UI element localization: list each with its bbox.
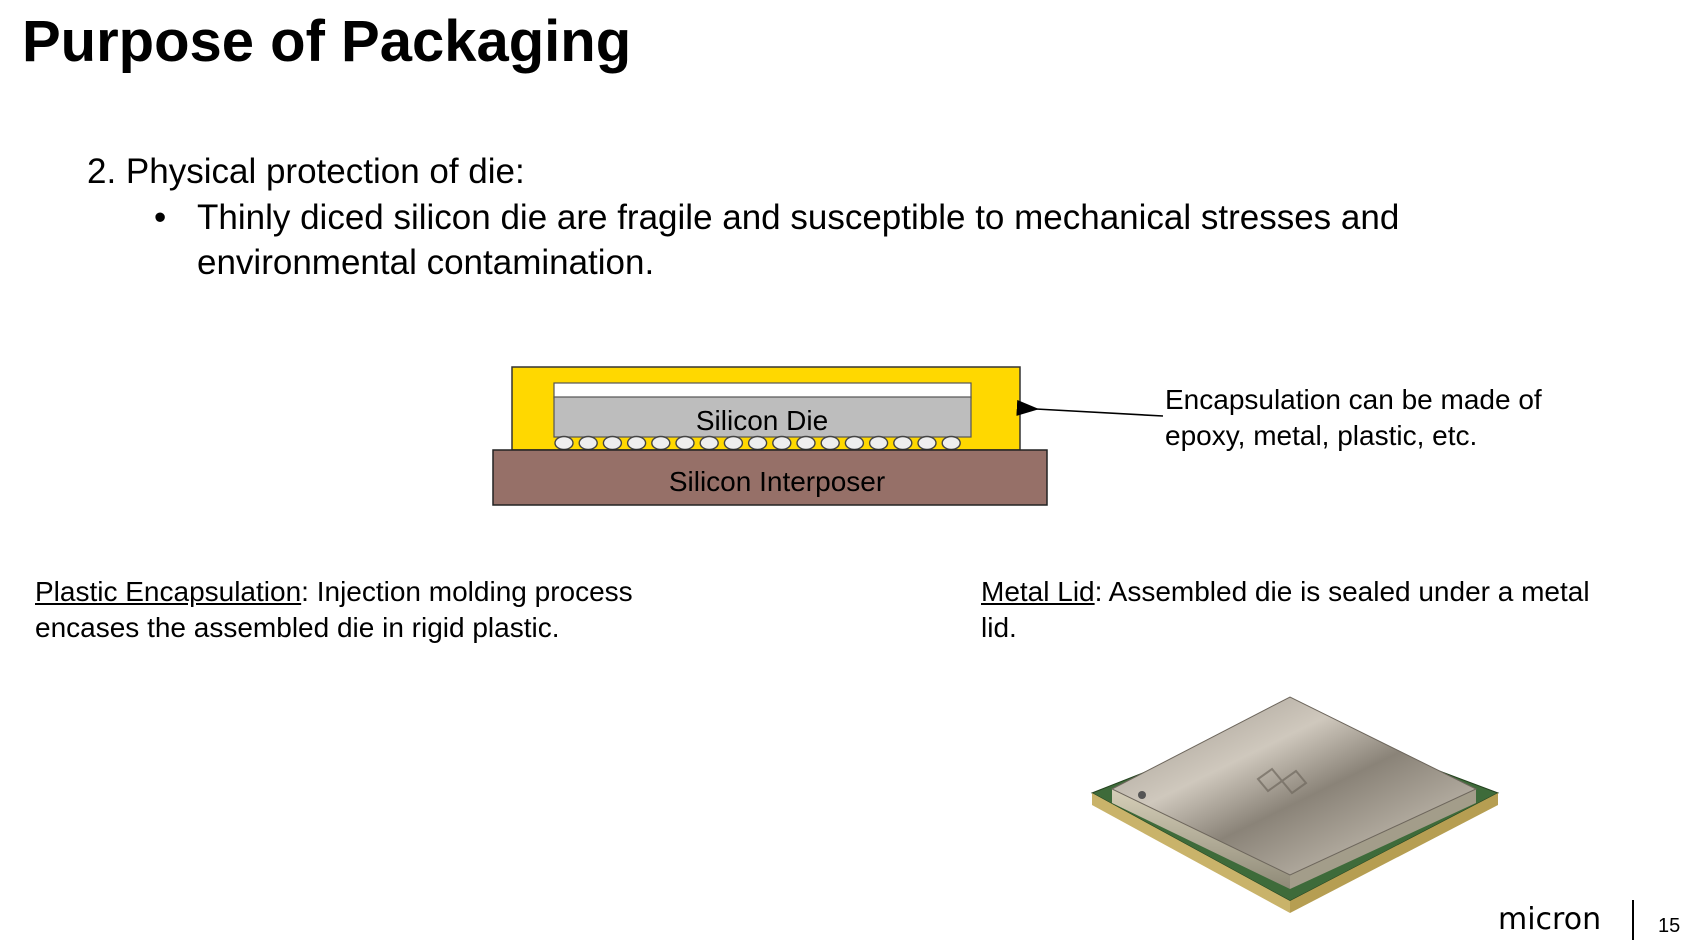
metal-lid-text: : Assembled die is sealed under a metal … xyxy=(981,576,1590,643)
page-number: 15 xyxy=(1658,915,1681,937)
silicon-interposer xyxy=(492,449,1048,506)
die-top-layer xyxy=(553,382,972,399)
encapsulation-layer xyxy=(511,366,1021,451)
solder-bump xyxy=(868,435,889,451)
solder-bump xyxy=(917,435,937,451)
solder-bumps xyxy=(554,435,961,451)
plastic-encapsulation-term: Plastic Encapsulation xyxy=(35,576,302,607)
solder-bump xyxy=(747,435,768,451)
plastic-encapsulation-caption: Plastic Encapsulation: Injection molding… xyxy=(35,574,735,646)
point-heading: 2. Physical protection of die: xyxy=(87,152,525,191)
bullet-text: Thinly diced silicon die are fragile and… xyxy=(197,198,1400,282)
chip-lid-side xyxy=(1112,789,1290,889)
bullet-marker: • xyxy=(154,198,167,237)
plastic-encapsulation-text: : Injection molding process encases the … xyxy=(35,576,633,643)
solder-bump xyxy=(941,435,961,451)
solder-bump xyxy=(772,435,792,451)
silicon-die xyxy=(553,396,972,438)
solder-bump xyxy=(796,435,816,451)
pin-one-marker xyxy=(1138,791,1146,799)
solder-bump xyxy=(844,435,865,451)
solder-bump xyxy=(602,435,623,451)
lid-logo-mark xyxy=(1256,767,1308,795)
micron-logo: micron xyxy=(1498,902,1602,937)
encapsulation-note: Encapsulation can be made of epoxy, meta… xyxy=(1165,384,1542,451)
chip-contact-edge xyxy=(1092,793,1290,913)
solder-bump xyxy=(578,435,598,451)
silicon-die-label: Silicon Die xyxy=(696,405,828,436)
solder-bump xyxy=(723,435,744,451)
solder-bump xyxy=(893,435,913,451)
solder-bump xyxy=(626,435,647,451)
solder-bump xyxy=(699,435,719,451)
slide-title: Purpose of Packaging xyxy=(22,9,632,74)
solder-bump xyxy=(651,435,671,451)
silicon-interposer-label: Silicon Interposer xyxy=(669,466,885,497)
solder-bump xyxy=(820,435,840,451)
encapsulation-arrow xyxy=(1016,399,1164,417)
metal-lid-term: Metal Lid xyxy=(981,576,1095,607)
metal-lid-caption: Metal Lid: Assembled die is sealed under… xyxy=(981,574,1621,646)
solder-bump xyxy=(554,435,574,451)
solder-bump xyxy=(675,435,695,451)
chip-lid-top xyxy=(1110,696,1478,876)
footer-divider xyxy=(1632,900,1634,940)
metal-lid-chip-image xyxy=(1090,696,1500,913)
